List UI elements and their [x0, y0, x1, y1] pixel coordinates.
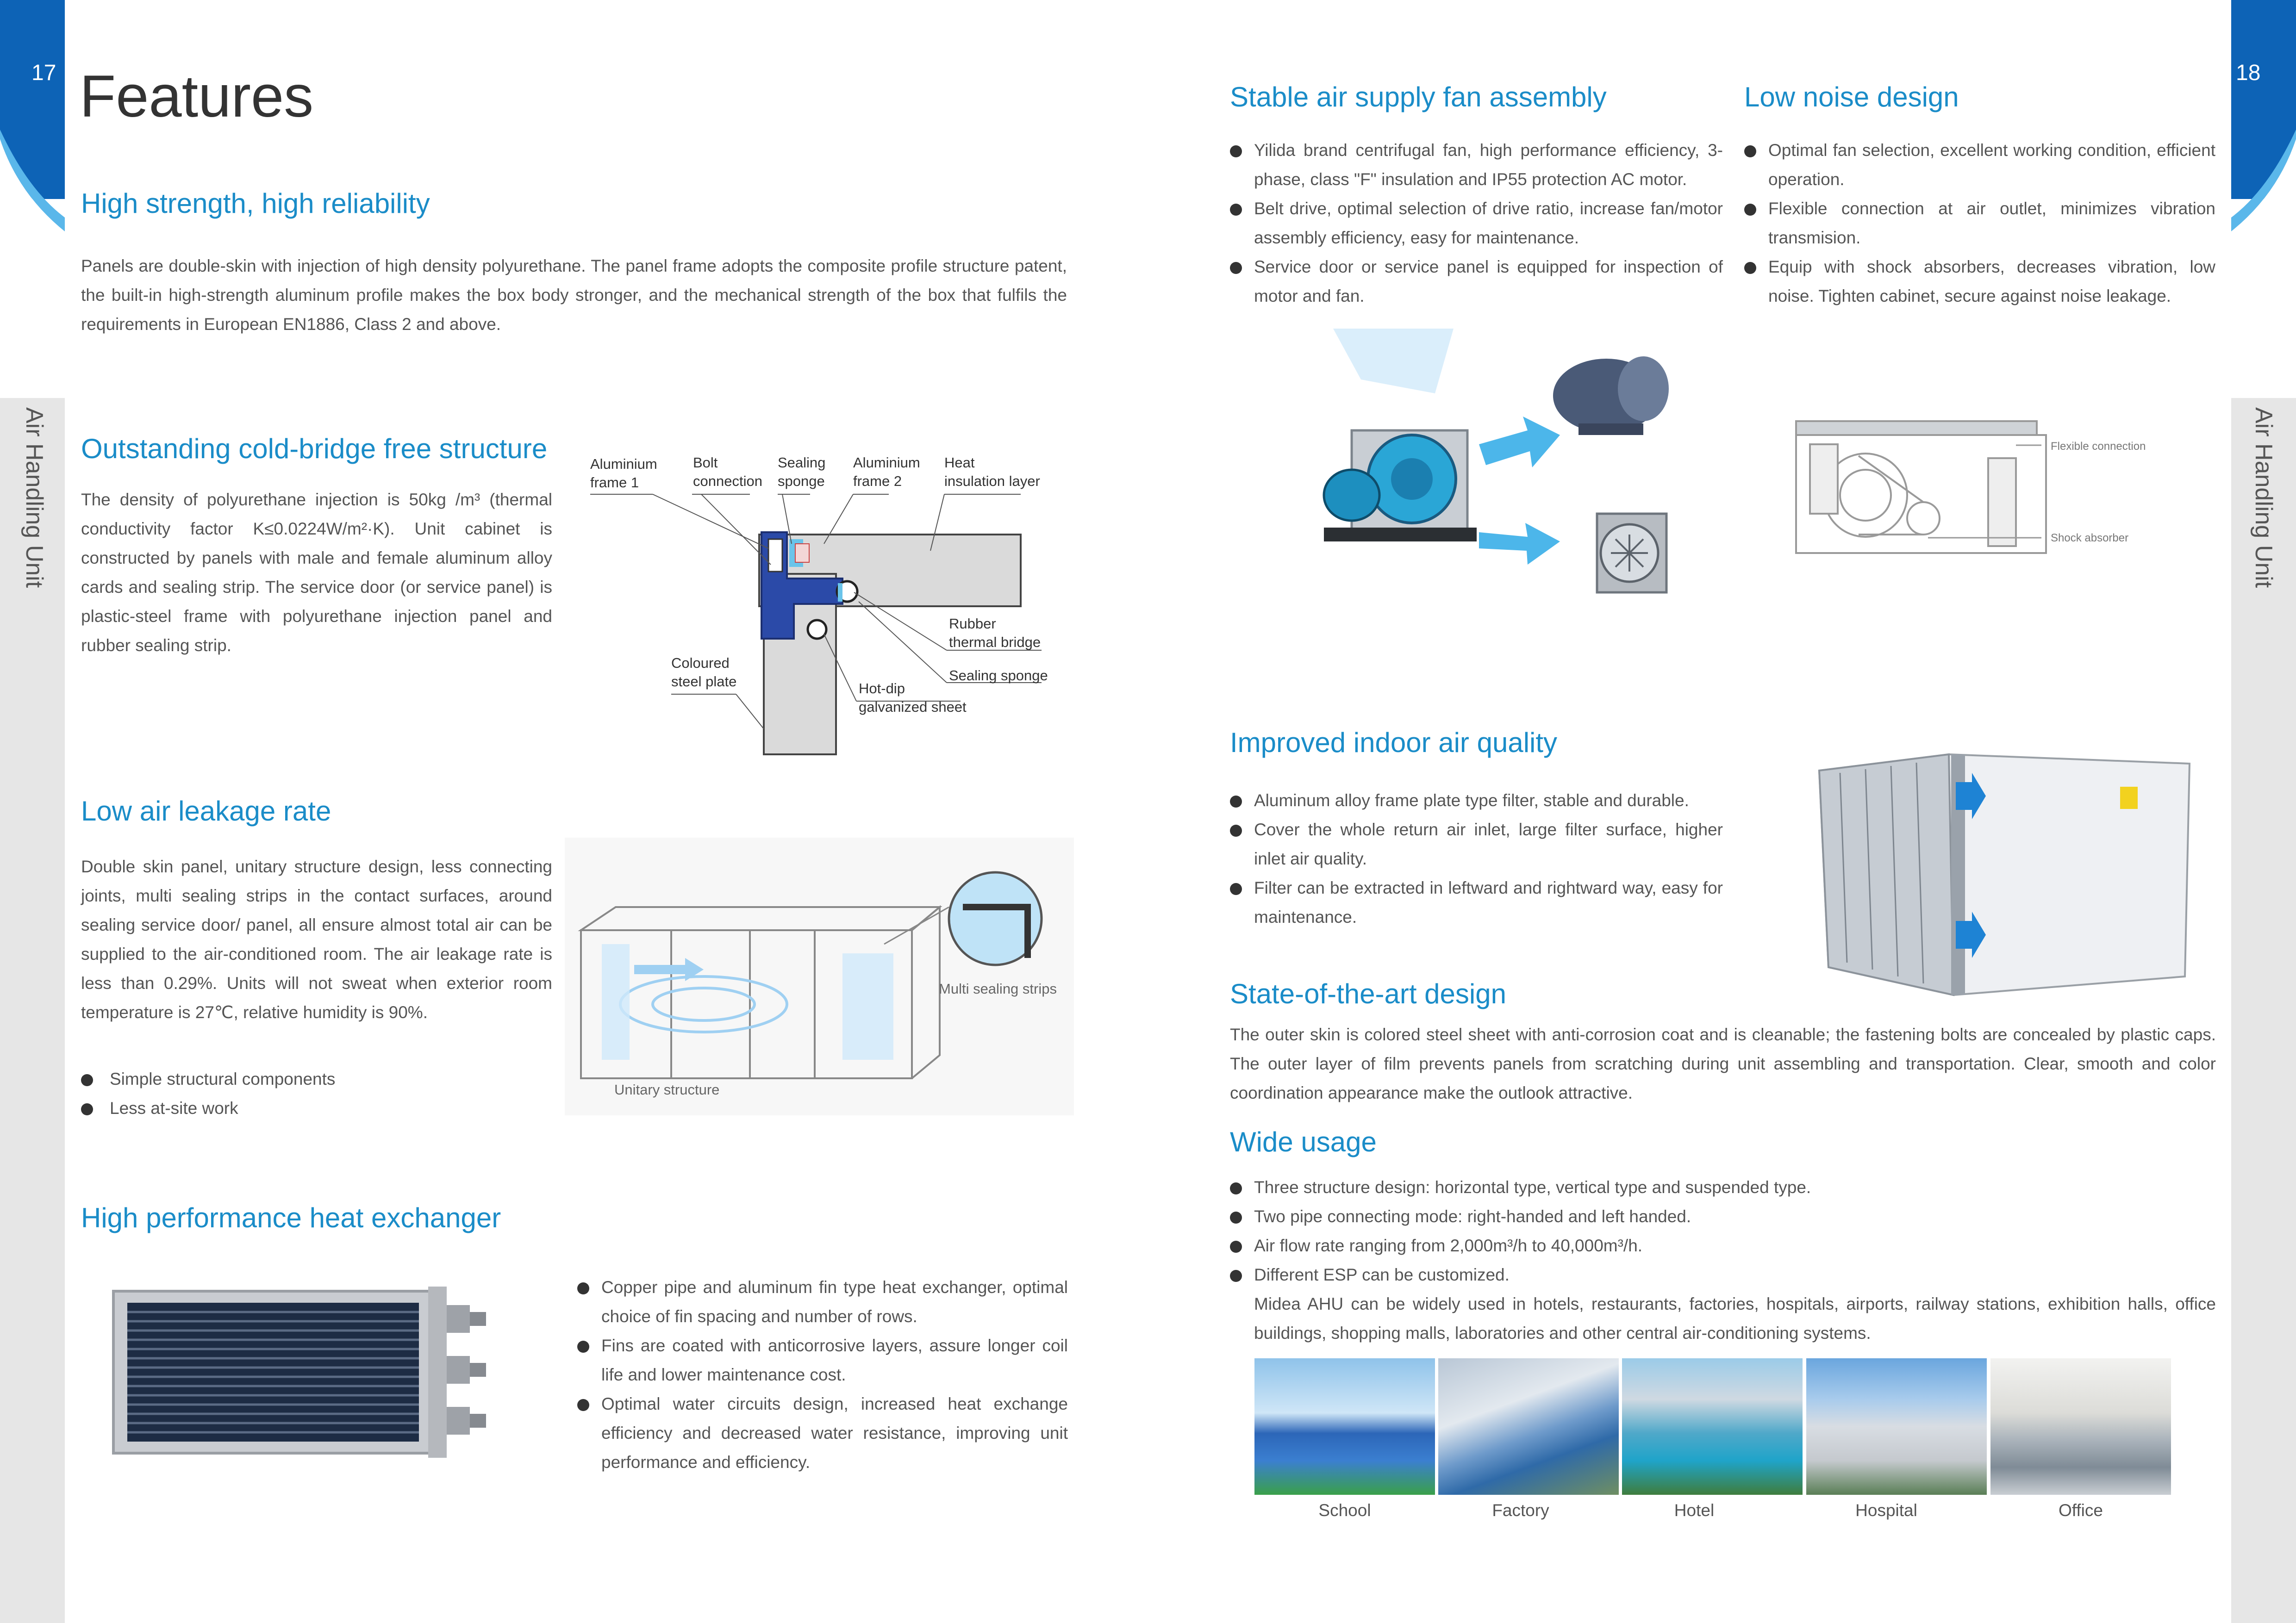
coldbridge-diagram: [590, 494, 1042, 755]
photo-label: Hotel: [1674, 1501, 1715, 1520]
page-number-right: 18: [2236, 61, 2261, 85]
coldbridge-heading: Outstanding cold-bridge free structure: [81, 433, 548, 464]
photo-label: Office: [2059, 1501, 2103, 1520]
usage-bullet: Air flow rate ranging from 2,000m³/h to …: [1230, 1231, 2216, 1260]
noise-bullets: Optimal fan selection, excellent working…: [1744, 136, 2215, 311]
label-heat-insulation: Heat insulation layer: [944, 454, 1040, 489]
page-number-left: 17: [31, 61, 56, 85]
label-aluminium-frame-2: Aluminium frame 2: [853, 454, 920, 489]
coldbridge-text: The density of polyurethane injection is…: [81, 490, 552, 655]
exchanger-bullet: Copper pipe and aluminum fin type heat e…: [577, 1273, 1068, 1331]
noise-bullet: Optimal fan selection, excellent working…: [1744, 136, 2215, 194]
photo-hospital: [1806, 1358, 1987, 1495]
usage-note: Midea AHU can be widely used in hotels, …: [1254, 1294, 2216, 1343]
label-rubber-thermal-bridge: Rubber thermal bridge: [949, 616, 1041, 650]
design-heading: State-of-the-art design: [1230, 978, 1506, 1009]
fan-bullet: Belt drive, optimal selection of drive r…: [1230, 194, 1723, 252]
sidebar-swoosh: [0, 130, 65, 398]
usage-bullet: Different ESP can be customized.: [1230, 1260, 2216, 1289]
label-bolt-connection: Bolt connection: [693, 454, 762, 489]
flexible-connection-label: Flexible connection: [2051, 440, 2146, 453]
fan-bullet: Yilida brand centrifugal fan, high perfo…: [1230, 136, 1723, 194]
unitary-structure-label: Unitary structure: [614, 1082, 720, 1098]
label-sealing-sponge-2: Sealing sponge: [949, 667, 1048, 684]
usage-bullet: Three structure design: horizontal type,…: [1230, 1173, 2216, 1202]
page-title: Features: [80, 63, 314, 130]
label-hot-dip: Hot-dip galvanized sheet: [859, 680, 967, 715]
leakage-bullets: Simple structural components Less at-sit…: [81, 1064, 544, 1123]
fan-heading: Stable air supply fan assembly: [1230, 81, 1607, 112]
exchanger-bullet: Optimal water circuits design, increased…: [577, 1389, 1068, 1477]
design-text: The outer skin is colored steel sheet wi…: [1230, 1025, 2216, 1102]
photo-label: School: [1318, 1501, 1371, 1520]
strength-heading: High strength, high reliability: [81, 188, 430, 219]
indoor-bullet: Filter can be extracted in leftward and …: [1230, 873, 1723, 932]
strength-text: Panels are double-skin with injection of…: [81, 256, 1067, 334]
label-coloured-steel: Coloured steel plate: [671, 655, 737, 690]
unitary-structure-illustration: [565, 838, 1074, 1115]
noise-heading: Low noise design: [1744, 81, 1959, 112]
photo-factory: [1438, 1358, 1619, 1495]
right-sidebar: 18 Air Handling Unit: [2231, 0, 2296, 1623]
noise-bullet: Equip with shock absorbers, decreases vi…: [1744, 252, 2215, 311]
leakage-heading: Low air leakage rate: [81, 796, 331, 827]
vibration-diagram: [1795, 420, 2047, 554]
label-sealing-sponge: Sealing sponge: [778, 454, 826, 489]
filter-box-illustration: [1818, 753, 2191, 996]
side-tab-right: Air Handling Unit: [2250, 407, 2277, 588]
indoor-bullets: Aluminum alloy frame plate type filter, …: [1230, 786, 1723, 932]
shock-absorber-label: Shock absorber: [2051, 532, 2129, 544]
leakage-bullet: Simple structural components: [81, 1064, 544, 1094]
left-sidebar: 17 Air Handling Unit: [0, 0, 65, 1623]
fan-assembly-illustration: [1323, 329, 1669, 594]
photo-label: Hospital: [1855, 1501, 1917, 1520]
photo-office: [1990, 1358, 2171, 1495]
side-tab-left: Air Handling Unit: [21, 407, 48, 588]
label-aluminium-frame-1: Aluminium frame 1: [590, 456, 657, 491]
photo-hotel: [1622, 1358, 1803, 1495]
usage-heading: Wide usage: [1230, 1126, 1377, 1157]
usage-bullet: Two pipe connecting mode: right-handed a…: [1230, 1202, 2216, 1231]
multi-sealing-label: Multi sealing strips: [939, 981, 1057, 997]
usage-bullets: Three structure design: horizontal type,…: [1230, 1173, 2216, 1348]
leakage-text: Double skin panel, unitary structure des…: [81, 857, 552, 1022]
photo-label: Factory: [1492, 1501, 1549, 1520]
sidebar-swoosh-right: [2231, 130, 2296, 398]
exchanger-bullets: Copper pipe and aluminum fin type heat e…: [577, 1273, 1068, 1477]
indoor-bullet: Aluminum alloy frame plate type filter, …: [1230, 786, 1723, 815]
exchanger-bullet: Fins are coated with anticorrosive layer…: [577, 1331, 1068, 1389]
exchanger-heading: High performance heat exchanger: [81, 1202, 501, 1233]
leakage-bullet: Less at-site work: [81, 1094, 544, 1123]
photo-school: [1254, 1358, 1435, 1495]
fan-bullet: Service door or service panel is equippe…: [1230, 252, 1723, 311]
noise-bullet: Flexible connection at air outlet, minim…: [1744, 194, 2215, 252]
fan-bullets: Yilida brand centrifugal fan, high perfo…: [1230, 136, 1723, 311]
indoor-bullet: Cover the whole return air inlet, large …: [1230, 815, 1723, 873]
indoor-heading: Improved indoor air quality: [1230, 727, 1558, 758]
heat-exchanger-image: [112, 1287, 486, 1458]
